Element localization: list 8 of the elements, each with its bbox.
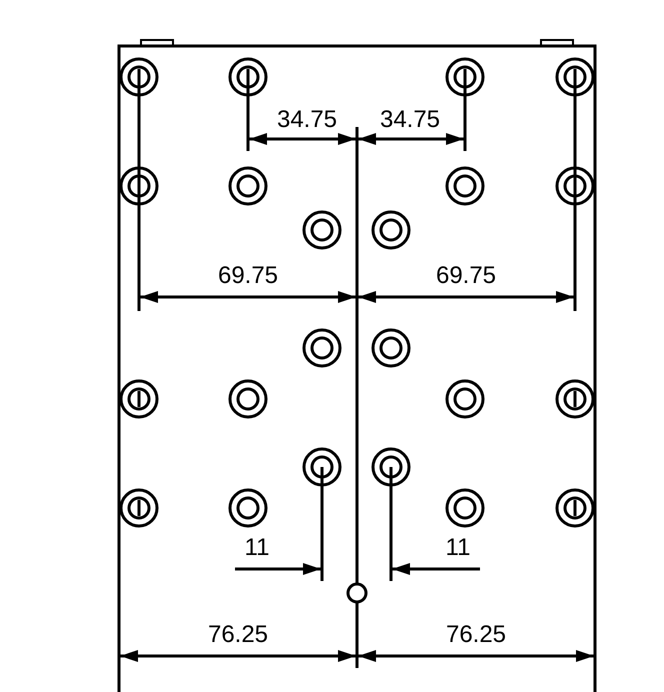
dimension-label: 34.75 (380, 107, 440, 133)
dimension-label: 76.25 (208, 622, 268, 648)
dimension-label: 11 (244, 535, 270, 561)
dimension-label: 34.75 (276, 107, 338, 133)
dimension-label: 76.25 (446, 622, 506, 648)
dimension-label: 11 (446, 535, 470, 561)
dimension-label: 69.75 (436, 263, 496, 289)
dimension-label: 69.75 (218, 263, 278, 289)
